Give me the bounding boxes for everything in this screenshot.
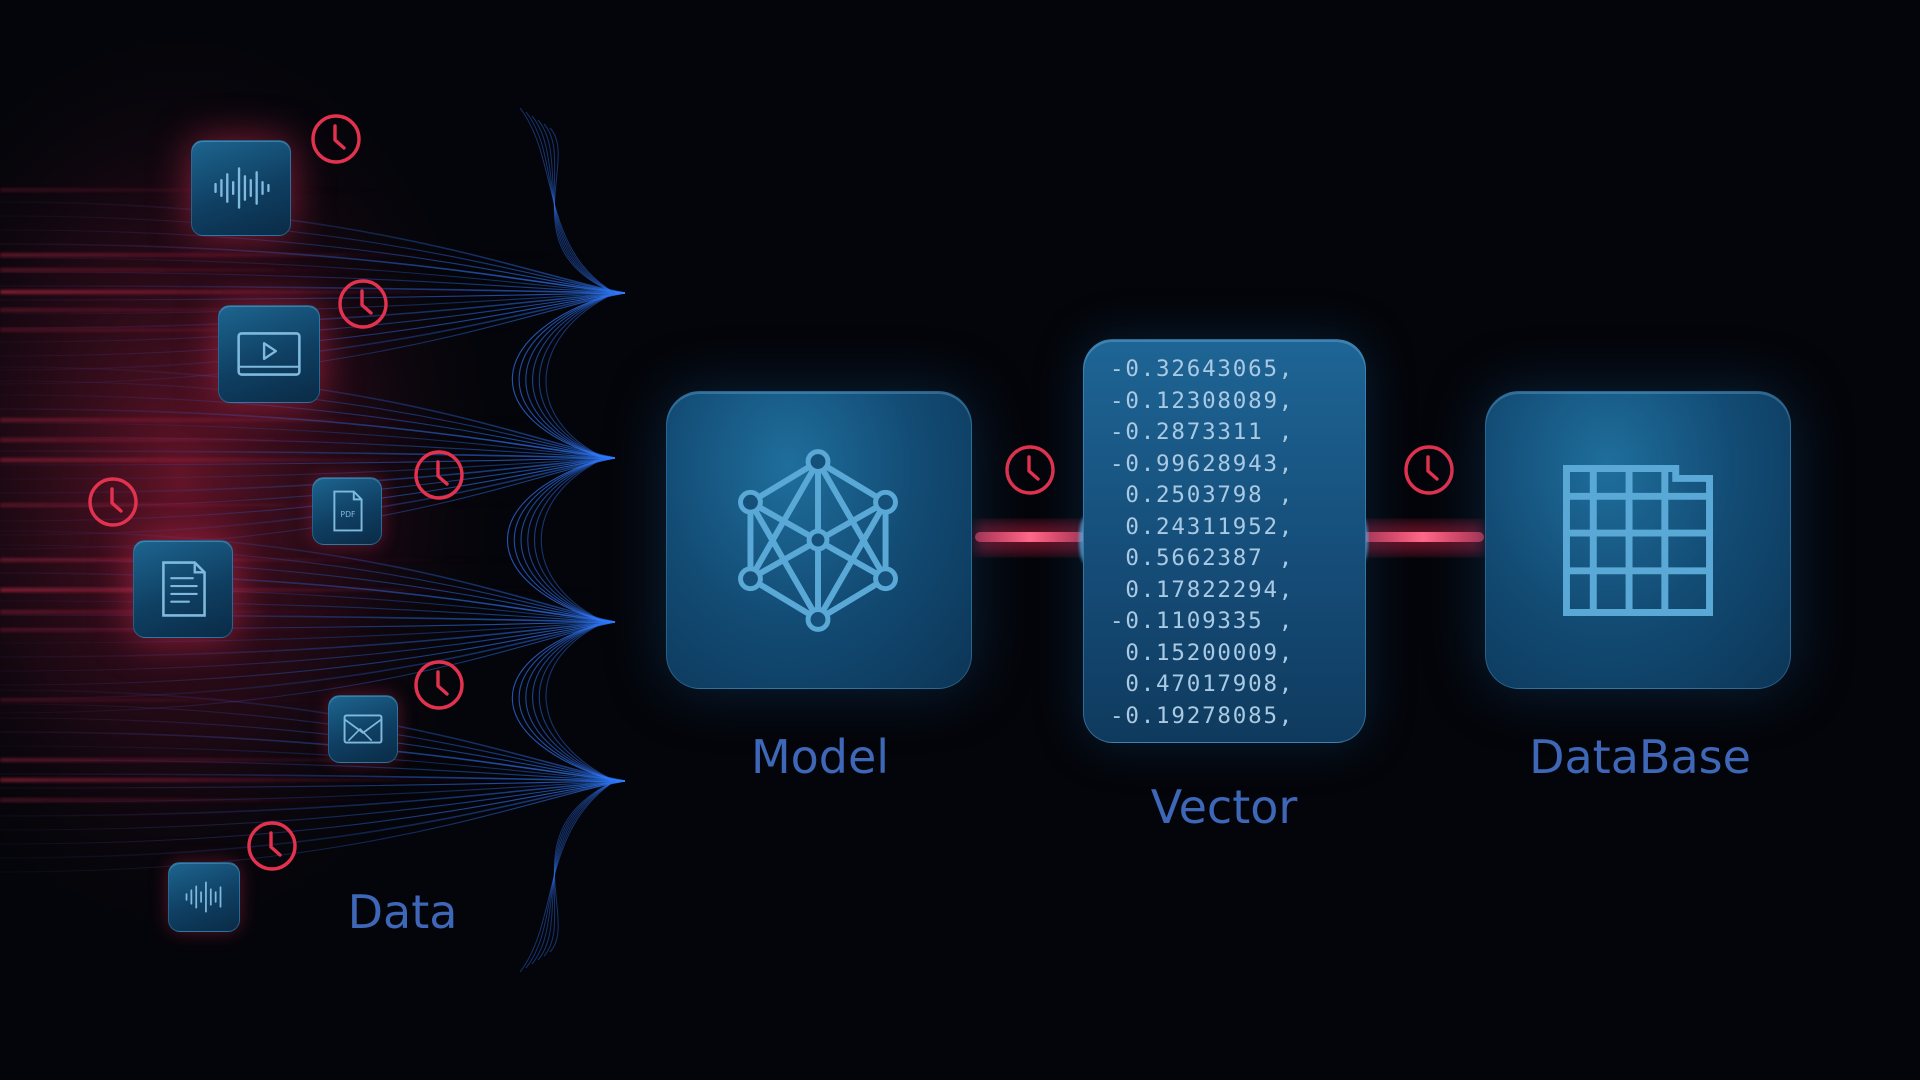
vector-value: -0.99628943, <box>1110 450 1295 477</box>
pdf-file-icon: PDF <box>333 490 363 532</box>
clock-icon <box>1403 444 1455 496</box>
neural-network-icon <box>738 449 898 632</box>
clock-icon <box>337 278 389 330</box>
vector-value: 0.47017908, <box>1110 671 1295 697</box>
video-tile <box>218 305 320 403</box>
database-label: DataBase <box>1529 730 1751 784</box>
pdf-tile: PDF <box>312 477 382 545</box>
vector-value: 0.15200009, <box>1110 639 1295 666</box>
data-label: Data <box>347 885 458 939</box>
clock-icon <box>246 820 298 872</box>
model-label: Model <box>750 730 890 784</box>
clock-icon <box>413 659 465 711</box>
clock-icon <box>87 476 139 528</box>
vector-value: -0.2873311 , <box>1110 419 1295 445</box>
pdf-icon-text: PDF <box>340 510 355 519</box>
vector-value: 0.24311952, <box>1110 513 1295 540</box>
vector-value: -0.1109335 , <box>1110 608 1295 634</box>
vector-value: -0.32643065, <box>1110 356 1295 382</box>
table-grid-icon <box>1563 465 1713 616</box>
audio-tile-bottom <box>168 862 240 932</box>
clock-icon <box>310 113 362 165</box>
vector-label: Vector <box>1150 780 1298 834</box>
vector-value: -0.19278085, <box>1110 702 1295 729</box>
image-file-icon <box>343 714 383 744</box>
document-icon <box>162 561 206 617</box>
vector-value: 0.5662387 , <box>1110 545 1295 571</box>
clock-icon <box>1004 444 1056 496</box>
audio-waveform-icon <box>214 167 270 209</box>
database-box <box>1485 391 1791 689</box>
vector-value: 0.17822294, <box>1110 576 1295 603</box>
audio-waveform-icon <box>185 881 222 913</box>
document-tile <box>133 540 233 638</box>
video-play-icon <box>237 332 301 376</box>
vector-value: -0.12308089, <box>1110 387 1295 414</box>
image-tile <box>328 695 398 763</box>
clock-icon <box>413 449 465 501</box>
model-box <box>666 391 972 689</box>
vector-value: 0.2503798 , <box>1110 482 1295 508</box>
vector-box: -0.32643065, -0.12308089, -0.2873311 , -… <box>1083 339 1366 743</box>
audio-tile-top <box>191 140 291 236</box>
